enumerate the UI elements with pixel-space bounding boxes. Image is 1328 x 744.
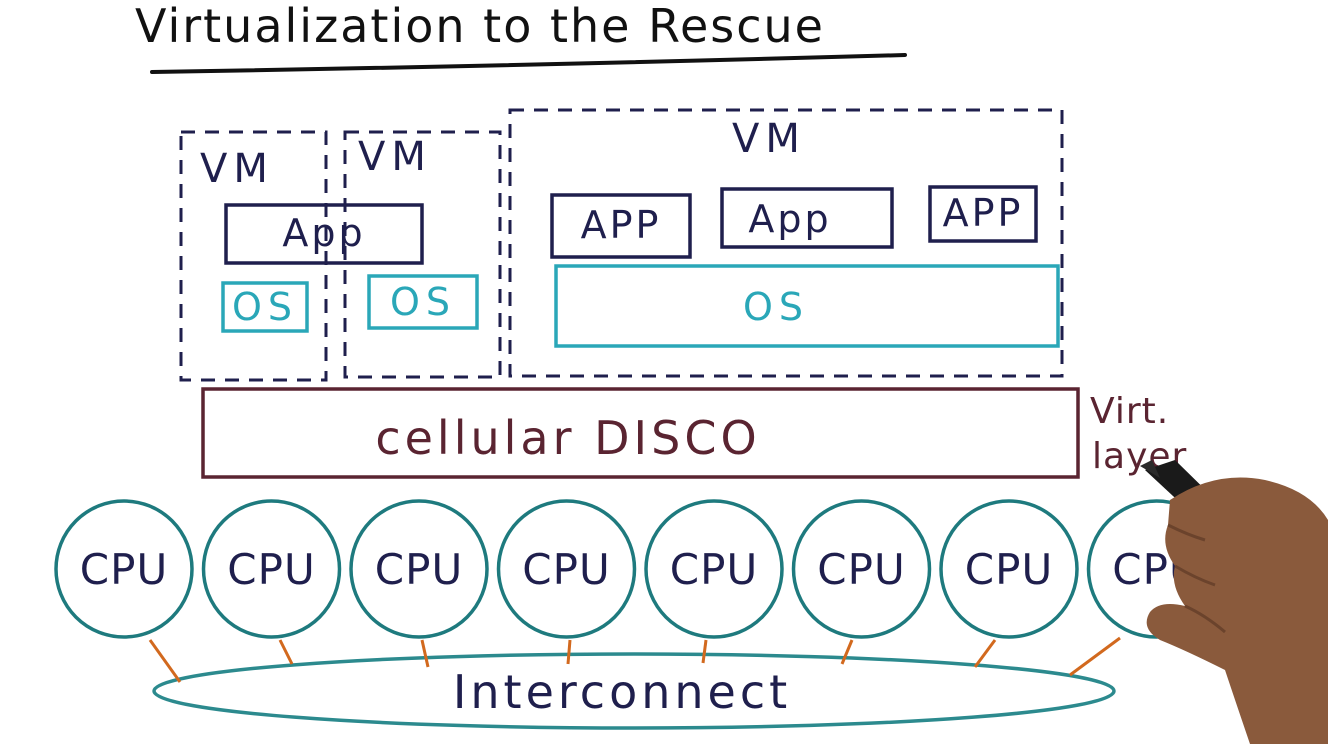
cpu-label-4: CPU — [522, 545, 610, 594]
cpu-link-7 — [973, 639, 997, 668]
app-label-shared: App — [282, 211, 365, 255]
interconnect-label: Interconnect — [453, 665, 791, 719]
cpu-label-7: CPU — [965, 545, 1053, 594]
cpu-link-3 — [420, 639, 430, 668]
vm-label-1: VM — [200, 146, 274, 192]
vm-label-3: VM — [732, 116, 806, 162]
os-label-1: OS — [232, 285, 298, 329]
cpu-label-1: CPU — [80, 545, 168, 594]
cpu-label-5: CPU — [670, 545, 758, 594]
cpu-circle-6 — [791, 499, 932, 639]
cpu-label-6: CPU — [817, 545, 905, 594]
cpu-link-5 — [701, 639, 708, 664]
os-label-2: OS — [390, 280, 456, 324]
cpu-link-4 — [566, 639, 572, 665]
app-box-1 — [550, 193, 692, 259]
os-box-1 — [221, 281, 309, 333]
app-box-2 — [720, 187, 894, 249]
os-box-3 — [554, 264, 1060, 348]
app-label-3: APP — [943, 191, 1024, 235]
cpu-link-2 — [278, 639, 294, 665]
virt-layer-label-line1: Virt. — [1090, 391, 1169, 432]
cpu-link-8 — [1069, 636, 1121, 677]
cpu-circle-3 — [349, 499, 489, 639]
cpu-link-1 — [148, 639, 182, 683]
cpu-label-3: CPU — [375, 545, 463, 594]
cpu-circle-4 — [496, 499, 637, 639]
os-label-3: OS — [743, 285, 809, 329]
interconnect-ellipse — [152, 652, 1116, 730]
disco-layer-label: cellular DISCO — [375, 411, 760, 465]
disco-layer-box — [201, 387, 1080, 479]
os-box-2 — [367, 274, 479, 330]
diagram-title: Virtualization to the Rescue — [135, 0, 825, 53]
cpu-label-2: CPU — [227, 545, 315, 594]
app-box-3 — [928, 185, 1038, 243]
app-label-1: APP — [581, 203, 662, 247]
title-underline — [150, 53, 907, 74]
cpu-circle-2 — [201, 499, 342, 639]
vm-box-1 — [179, 130, 328, 382]
cpu-circle-7 — [939, 499, 1079, 639]
vm-label-2: VM — [358, 134, 432, 180]
hand-with-marker-illustration — [1140, 460, 1328, 744]
app-label-2: App — [748, 197, 831, 241]
cpu-circle-5 — [644, 499, 784, 639]
vm-box-3 — [508, 108, 1064, 378]
vm-box-2 — [343, 130, 502, 379]
cpu-circle-1 — [54, 499, 194, 639]
app-box-shared — [224, 203, 424, 265]
cpu-link-6 — [840, 639, 854, 665]
